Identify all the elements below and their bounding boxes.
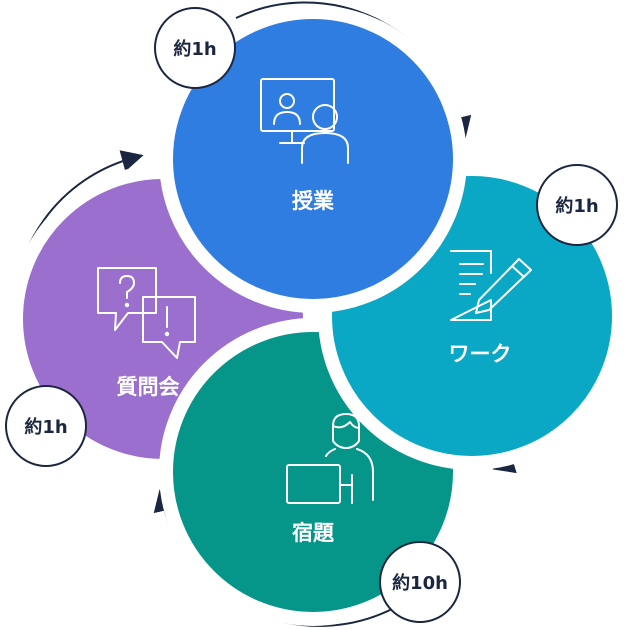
presentation-icon [260, 78, 349, 164]
duration-badge-qa: 約1h [5, 385, 87, 467]
stage-label-lecture: 授業 [292, 189, 335, 213]
duration-text-qa: 約1h [24, 416, 67, 438]
duration-text-work: 約1h [555, 195, 598, 217]
duration-badge-lecture: 約1h [154, 7, 236, 89]
stage-label-work: ワーク [449, 342, 512, 366]
person-laptop-icon [286, 413, 374, 504]
duration-text-homework: 約10h [392, 572, 448, 594]
stage-circle-lecture [159, 5, 467, 313]
stage-circles [9, 5, 626, 626]
question-bubbles-icon [97, 267, 196, 359]
document-pencil-icon [450, 250, 532, 321]
stage-label-qa: 質問会 [117, 375, 180, 399]
duration-text-lecture: 約1h [173, 38, 216, 60]
duration-badge-homework: 約10h [379, 541, 461, 623]
stage-label-homework: 宿題 [292, 521, 335, 545]
duration-badge-work: 約1h [536, 164, 618, 246]
